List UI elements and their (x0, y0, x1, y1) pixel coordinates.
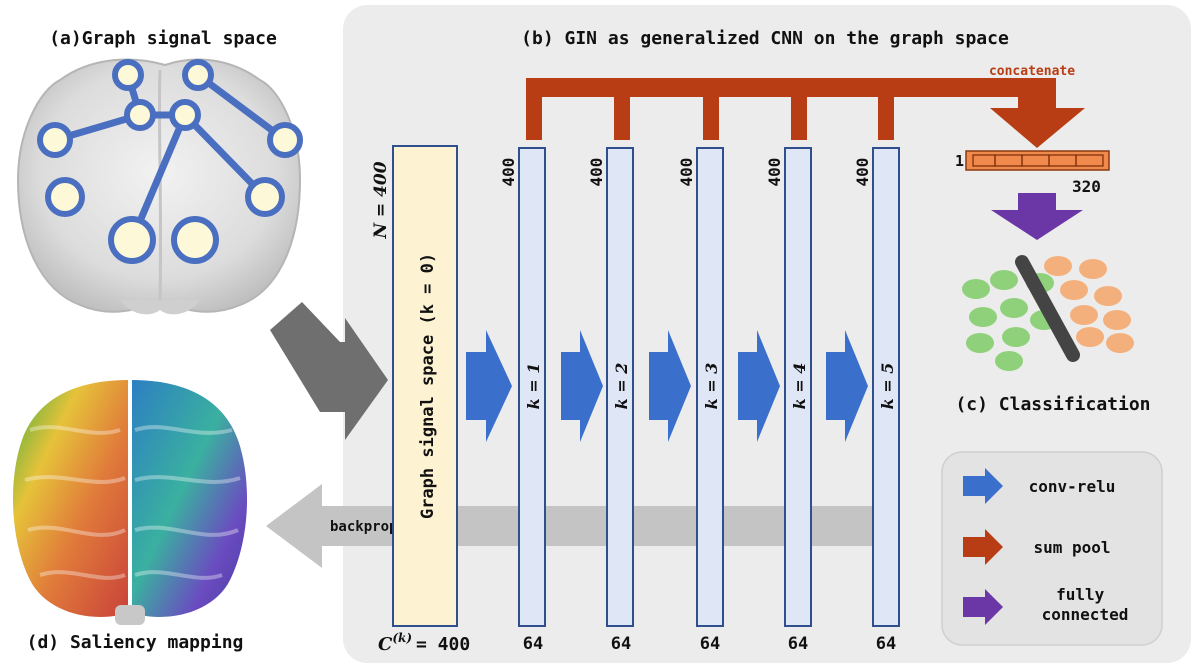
legend-sum-pool-label: sum pool (1033, 538, 1110, 557)
graph-node (245, 177, 285, 217)
feature-vector (965, 150, 1110, 171)
vector-dim-1: 1 (955, 152, 964, 170)
graph-nodes (37, 59, 303, 264)
legend-fc-line1: fully (1056, 585, 1105, 604)
legend-conv-relu-label: conv-relu (1029, 477, 1116, 496)
graph-node (171, 216, 219, 264)
backprop-arrow (266, 484, 876, 568)
graph-node (182, 59, 214, 91)
layer-5: k = 5 400 64 (853, 147, 900, 654)
layer-k-label: k = 1 (524, 363, 543, 410)
fully-connected-arrow (991, 193, 1083, 240)
conv-relu-arrow (466, 330, 512, 442)
layer-k-label: k = 4 (790, 363, 809, 410)
classification-scatter (962, 255, 1134, 371)
c-label-sup: (k) (392, 631, 412, 645)
graph-node (37, 122, 73, 158)
layer-bottom-dim: 64 (700, 634, 720, 654)
layer-4: k = 4 400 64 (765, 147, 812, 654)
input-column (392, 145, 458, 627)
layer-bottom-dim: 64 (876, 634, 896, 654)
layer-k-label: k = 2 (612, 363, 631, 410)
backprop-label: backprop (330, 519, 397, 535)
layer-1: k = 1 400 64 (499, 147, 546, 654)
graph-node (267, 122, 303, 158)
layer-k-label: k = 3 (702, 363, 721, 410)
title-gin: (b) GIN as generalized CNN on the graph … (521, 28, 1009, 49)
n-label: N = 400 (371, 161, 391, 239)
layer-column (606, 147, 634, 627)
layer-2: k = 2 400 64 (587, 147, 634, 654)
conv-relu-arrow (561, 330, 603, 442)
c-label: C(k) = 400 (378, 631, 470, 655)
layer-top-dim: 400 (677, 158, 696, 187)
graph-node (124, 99, 156, 131)
input-column-label: Graph signal space (k = 0) (418, 253, 438, 519)
conv-relu-arrow (649, 330, 691, 442)
layer-bottom-dim: 64 (788, 634, 808, 654)
layer-top-dim: 400 (765, 158, 784, 187)
layer-column (784, 147, 812, 627)
brain-saliency-icon (12, 380, 248, 625)
sum-pool-bus (526, 78, 1085, 148)
vector-dim-320: 320 (1072, 177, 1101, 196)
layer-k-label: k = 5 (878, 363, 897, 410)
title-saliency-mapping: (d) Saliency mapping (27, 632, 244, 653)
title-graph-signal-space: (a)Graph signal space (49, 28, 277, 49)
layer-column (696, 147, 724, 627)
legend-box (941, 451, 1163, 646)
conv-relu-arrow (738, 330, 780, 442)
layer-top-dim: 400 (587, 158, 606, 187)
layer-bottom-dim: 64 (523, 634, 543, 654)
legend-sum-pool-icon (963, 529, 1003, 565)
layer-top-dim: 400 (853, 158, 872, 187)
legend-fc-line2: connected (1042, 605, 1129, 624)
layer-3: k = 3 400 64 (677, 147, 724, 654)
c-label-var: C (378, 634, 393, 655)
layer-column (872, 147, 900, 627)
graph-node (45, 177, 85, 217)
legend-fully-connected-label: fully connected (1042, 585, 1129, 624)
layer-column (518, 147, 546, 627)
graph-node (108, 216, 156, 264)
legend-fully-connected-icon (963, 589, 1003, 625)
title-classification: (c) Classification (955, 394, 1150, 415)
c-label-val: = 400 (416, 634, 470, 655)
concatenate-label: concatenate (989, 64, 1075, 79)
layer-bottom-dim: 64 (611, 634, 631, 654)
conv-relu-arrow (826, 330, 868, 442)
layer-top-dim: 400 (499, 158, 518, 187)
input-arrow (270, 302, 388, 440)
graph-node (169, 99, 201, 131)
legend-conv-relu-icon (963, 468, 1003, 504)
graph-node (112, 59, 144, 91)
